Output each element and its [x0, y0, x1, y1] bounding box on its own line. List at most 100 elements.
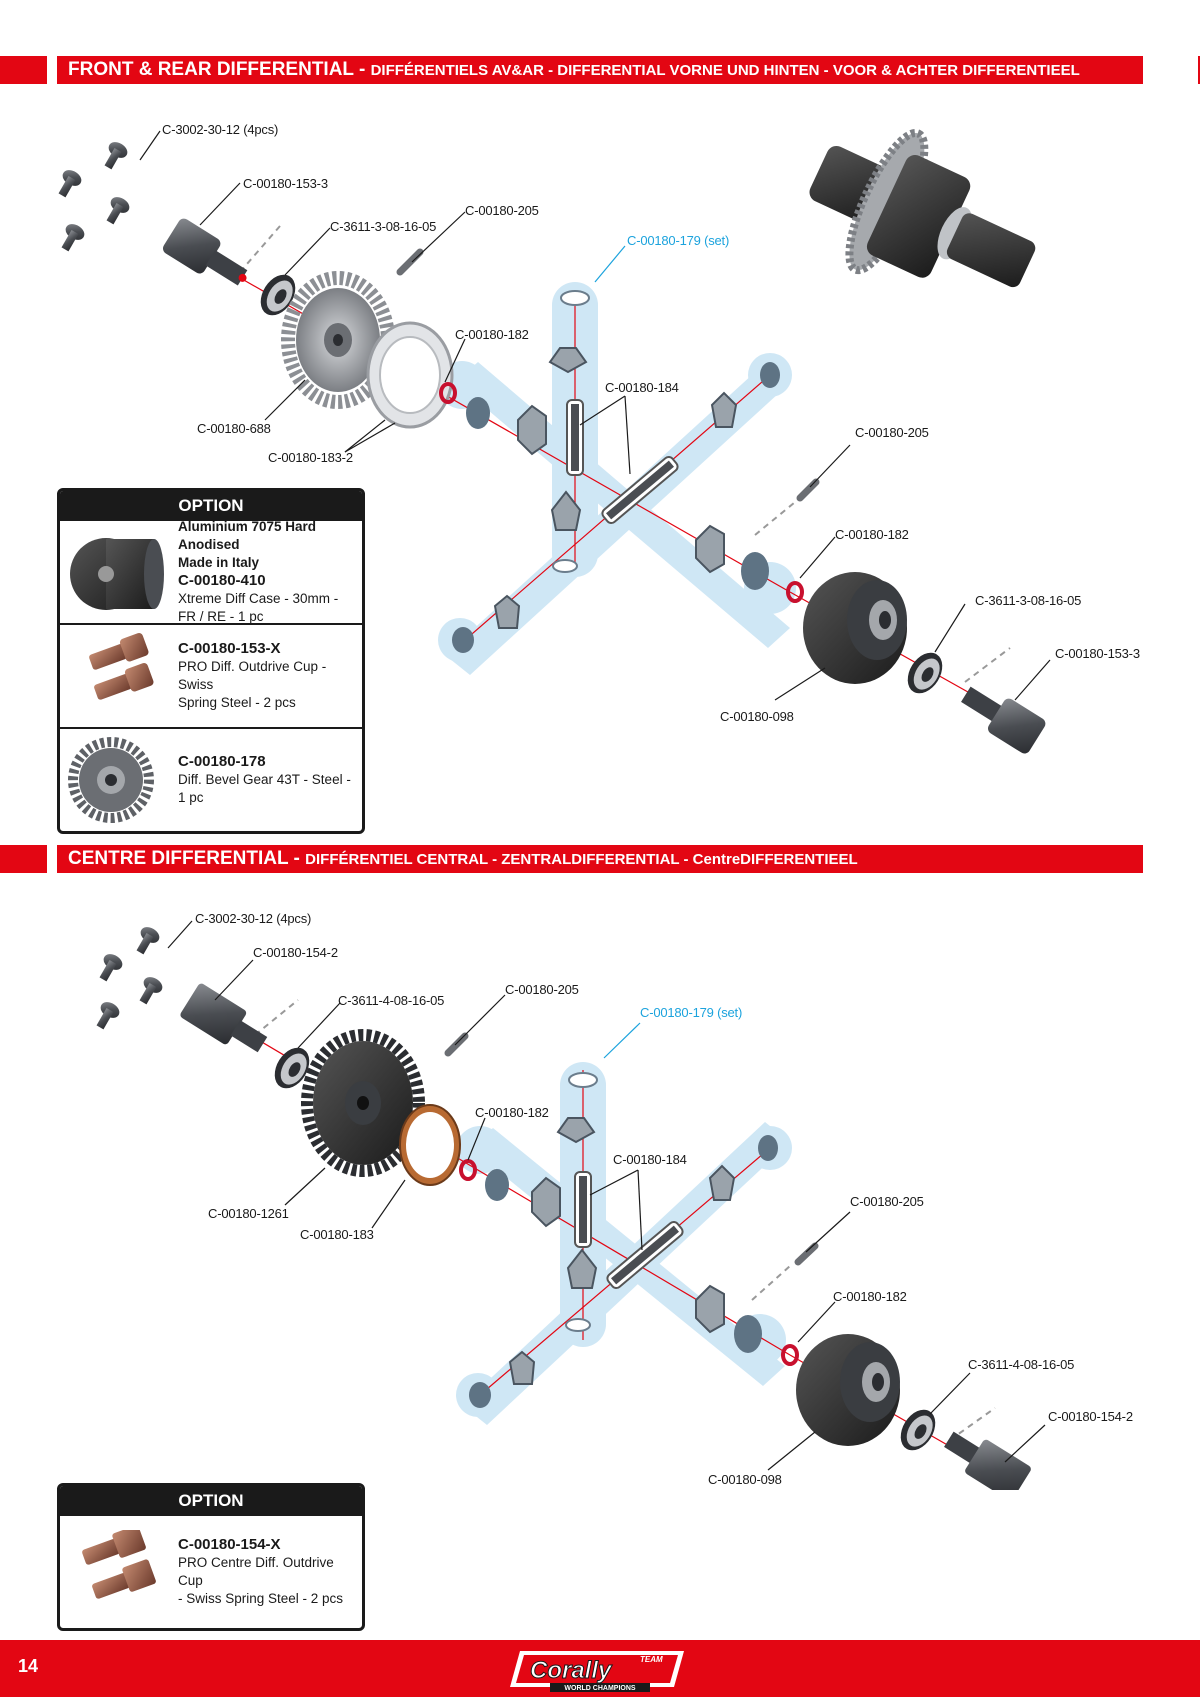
- outdrive-cups-image: [89, 633, 154, 700]
- front-rear-banner: FRONT & REAR DIFFERENTIAL - DIFFÉRENTIEL…: [0, 56, 1200, 84]
- option-code: C-00180-153-X: [178, 640, 281, 657]
- o-ring-right: [781, 1344, 799, 1366]
- team-corally-logo: TEAM Corally WORLD CHAMPIONS: [510, 1651, 684, 1692]
- label-bearing-right: C-3611-3-08-16-05: [975, 593, 1082, 608]
- section-subtitle: DIFFÉRENTIEL CENTRAL - ZENTRALDIFFERENTI…: [305, 851, 858, 868]
- bearing-right: [900, 1409, 936, 1451]
- option-text: C-00180-154-X PRO Centre Diff. Outdrive …: [178, 1516, 358, 1628]
- label-screws: C-3002-30-12 (4pcs): [195, 911, 312, 926]
- gasket: [399, 1104, 461, 1186]
- spur-gear: [301, 1029, 425, 1177]
- option-desc: Diff. Bevel Gear 43T - Steel - 1 pc: [178, 772, 351, 805]
- banner-tick: [1198, 56, 1200, 84]
- cross-shafts: [566, 399, 679, 525]
- option-desc: PRO Centre Diff. Outdrive Cup: [178, 1555, 334, 1588]
- label-spur-gear: C-00180-1261: [208, 1206, 289, 1221]
- washers: [469, 1135, 778, 1408]
- option-text: Aluminium 7075 Hard Anodised Made in Ita…: [178, 519, 358, 624]
- label-diff-case: C-00180-098: [720, 709, 794, 724]
- option-text: C-00180-153-X PRO Diff. Outdrive Cup - S…: [178, 625, 358, 727]
- banner-gap: [47, 845, 57, 873]
- outdrive-cup-right: [961, 686, 1046, 754]
- option-code: C-00180-154-X: [178, 1536, 281, 1553]
- banner-text: FRONT & REAR DIFFERENTIAL - DIFFÉRENTIEL…: [68, 59, 1080, 81]
- diff-case: [796, 1334, 900, 1446]
- pin-right: [794, 1242, 819, 1266]
- washer-vertical: [565, 1072, 598, 1332]
- bearing-right: [907, 652, 943, 694]
- diff-cover: [366, 321, 454, 429]
- gear-set-leader: [603, 1022, 641, 1059]
- diff-case: [803, 572, 907, 684]
- centre-banner: CENTRE DIFFERENTIAL - DIFFÉRENTIEL CENTR…: [0, 845, 1200, 873]
- o-ring-top: [439, 382, 457, 404]
- pin-top: [444, 1032, 469, 1057]
- option-item: Aluminium 7075 Hard Anodised Made in Ita…: [60, 519, 362, 625]
- option-heading: OPTION: [60, 491, 362, 521]
- label-outdrive-right: C-00180-154-2: [1048, 1409, 1133, 1424]
- bevel-gear-image: [68, 737, 154, 823]
- outdrive-cup-top: [163, 218, 248, 286]
- section-title: FRONT & REAR DIFFERENTIAL -: [68, 59, 371, 80]
- label-pin-top: C-00180-205: [465, 203, 539, 218]
- option-text: C-00180-178 Diff. Bevel Gear 43T - Steel…: [178, 729, 358, 831]
- label-shafts: C-00180-184: [613, 1152, 687, 1167]
- bevel-gears: [493, 347, 738, 629]
- option-box-front-rear: OPTION Aluminium 7075 Hard Anodised Made…: [57, 488, 365, 834]
- option-code: C-00180-410: [178, 572, 266, 589]
- pin-top: [396, 248, 424, 276]
- option-origin: Made in Italy: [178, 555, 260, 570]
- label-pin-right: C-00180-205: [850, 1194, 924, 1209]
- outdrive-cup-right: [944, 1431, 1031, 1490]
- option-desc: PRO Diff. Outdrive Cup - Swiss: [178, 659, 327, 692]
- washer-vertical: [552, 290, 590, 573]
- option-desc: - Swiss Spring Steel - 2 pcs: [178, 1591, 344, 1606]
- screws: [96, 927, 163, 1030]
- label-outdrive-top: C-00180-154-2: [253, 945, 338, 960]
- cross-shafts: [574, 1171, 684, 1290]
- svg-text:TEAM: TEAM: [640, 1655, 663, 1664]
- label-bearing-top: C-3611-4-08-16-05: [338, 993, 445, 1008]
- option-item: C-00180-153-X PRO Diff. Outdrive Cup - S…: [60, 625, 362, 729]
- option-item: C-00180-178 Diff. Bevel Gear 43T - Steel…: [60, 729, 362, 831]
- alloy-diff-case-image: [70, 538, 164, 610]
- label-ring-gear: C-00180-688: [197, 421, 271, 436]
- page-footer: 14 TEAM Corally WORLD CHAMPIONS: [0, 1640, 1200, 1697]
- label-gasket: C-00180-183: [300, 1227, 374, 1242]
- banner-gap: [47, 56, 57, 84]
- leader-lines: [139, 130, 1051, 701]
- leader-lines: [167, 920, 1046, 1471]
- svg-text:Corally: Corally: [530, 1657, 613, 1684]
- svg-text:WORLD CHAMPIONS: WORLD CHAMPIONS: [564, 1685, 635, 1692]
- bevel-gears: [508, 1117, 736, 1385]
- option-heading: OPTION: [60, 1486, 362, 1516]
- centre-outdrive-cups-image: [82, 1530, 156, 1599]
- label-oring-right: C-00180-182: [833, 1289, 907, 1304]
- label-diff-case: C-00180-098: [708, 1472, 782, 1487]
- pin-right: [796, 478, 820, 502]
- label-bearing-top: C-3611-3-08-16-05: [330, 219, 437, 234]
- page-number: 14: [18, 1656, 39, 1676]
- assembled-differential: [809, 128, 1036, 288]
- washers: [452, 362, 780, 653]
- bearing-top: [274, 1047, 310, 1089]
- label-outdrive-top: C-00180-153-3: [243, 176, 328, 191]
- label-gear-set: C-00180-179 (set): [627, 233, 730, 248]
- label-bearing-right: C-3611-4-08-16-05: [968, 1357, 1075, 1372]
- label-shafts: C-00180-184: [605, 380, 679, 395]
- banner-text: CENTRE DIFFERENTIAL - DIFFÉRENTIEL CENTR…: [68, 848, 858, 870]
- label-cover: C-00180-183-2: [268, 450, 353, 465]
- label-oring-top: C-00180-182: [455, 327, 529, 342]
- dashed-guides: [254, 999, 996, 1441]
- option-desc: Xtreme Diff Case - 30mm -: [178, 591, 339, 606]
- outdrive-cup-top: [180, 983, 268, 1053]
- o-ring-top: [459, 1159, 477, 1181]
- option-item: C-00180-154-X PRO Centre Diff. Outdrive …: [60, 1516, 362, 1628]
- option-box-centre: OPTION C-00180-154-X PRO Centre Diff. Ou…: [57, 1483, 365, 1631]
- label-oring-top: C-00180-182: [475, 1105, 549, 1120]
- label-oring-right: C-00180-182: [835, 527, 909, 542]
- label-pin-right: C-00180-205: [855, 425, 929, 440]
- label-gear-set: C-00180-179 (set): [640, 1005, 743, 1020]
- label-pin-top: C-00180-205: [505, 982, 579, 997]
- o-ring-right: [786, 581, 804, 603]
